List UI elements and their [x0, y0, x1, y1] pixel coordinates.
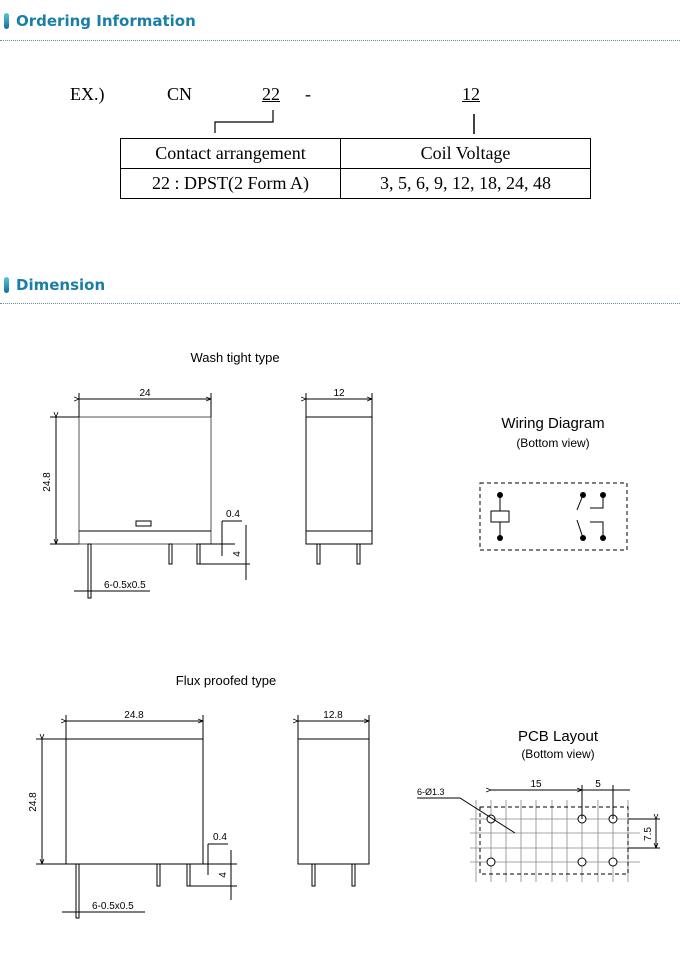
cell-coil-voltage: 3, 5, 6, 9, 12, 18, 24, 48	[340, 168, 591, 199]
wash-depth: 12	[333, 388, 345, 399]
wiring-diagram	[479, 482, 628, 551]
flux-pin-length: 4	[218, 872, 229, 878]
wiring-subtitle: (Bottom view)	[516, 436, 589, 450]
flux-side-view	[298, 715, 369, 887]
flux-height: 24.8	[28, 792, 39, 812]
divider	[0, 40, 680, 41]
divider	[0, 303, 680, 304]
header-contact-arrangement: Contact arrangement	[120, 138, 341, 169]
flux-width: 24.8	[124, 710, 144, 721]
pcb-pitch-15: 15	[530, 779, 542, 790]
example-connectors	[214, 110, 475, 134]
example-arrangement-code: 22	[262, 84, 280, 104]
dimension-section-title: Dimension	[4, 276, 105, 294]
flux-pin-offset: 0.4	[213, 832, 227, 843]
pcb-layout	[417, 785, 660, 882]
wash-front-view	[50, 393, 250, 599]
wiring-title: Wiring Diagram	[501, 415, 604, 432]
pcb-subtitle: (Bottom view)	[521, 747, 594, 761]
wash-pins: 6-0.5x0.5	[104, 580, 146, 591]
example-dash: -	[305, 84, 311, 104]
pcb-row-pitch: 7.5	[643, 827, 654, 841]
cell-contact-arrangement: 22 : DPST(2 Form A)	[120, 168, 341, 199]
flux-pins: 6-0.5x0.5	[92, 901, 134, 912]
example-series: CN	[167, 84, 193, 104]
wash-width: 24	[139, 388, 151, 399]
wash-pin-length: 4	[232, 551, 243, 557]
wash-title: Wash tight type	[190, 350, 279, 365]
wash-pin-offset: 0.4	[226, 509, 240, 520]
section-bullet-icon	[4, 13, 9, 29]
example-voltage-code: 12	[462, 84, 480, 104]
dimension-title-text: Dimension	[16, 276, 106, 294]
table-row: 22 : DPST(2 Form A) 3, 5, 6, 9, 12, 18, …	[120, 168, 591, 199]
flux-depth: 12.8	[323, 710, 343, 721]
pcb-pitch-5: 5	[595, 779, 601, 790]
flux-title: Flux proofed type	[176, 673, 276, 688]
ordering-table: Contact arrangement Coil Voltage 22 : DP…	[120, 138, 591, 199]
ordering-section-title: Ordering Information	[4, 12, 196, 30]
flux-front-view	[36, 715, 237, 919]
ordering-title-text: Ordering Information	[16, 12, 196, 30]
wash-height: 24.8	[42, 472, 53, 492]
example-label: EX.)	[70, 84, 105, 104]
table-header-row: Contact arrangement Coil Voltage	[120, 138, 591, 169]
pcb-holes: 6-Ø1.3	[417, 787, 445, 797]
wash-side-view	[306, 393, 372, 565]
section-bullet-icon	[4, 277, 9, 293]
pcb-title: PCB Layout	[518, 728, 599, 745]
